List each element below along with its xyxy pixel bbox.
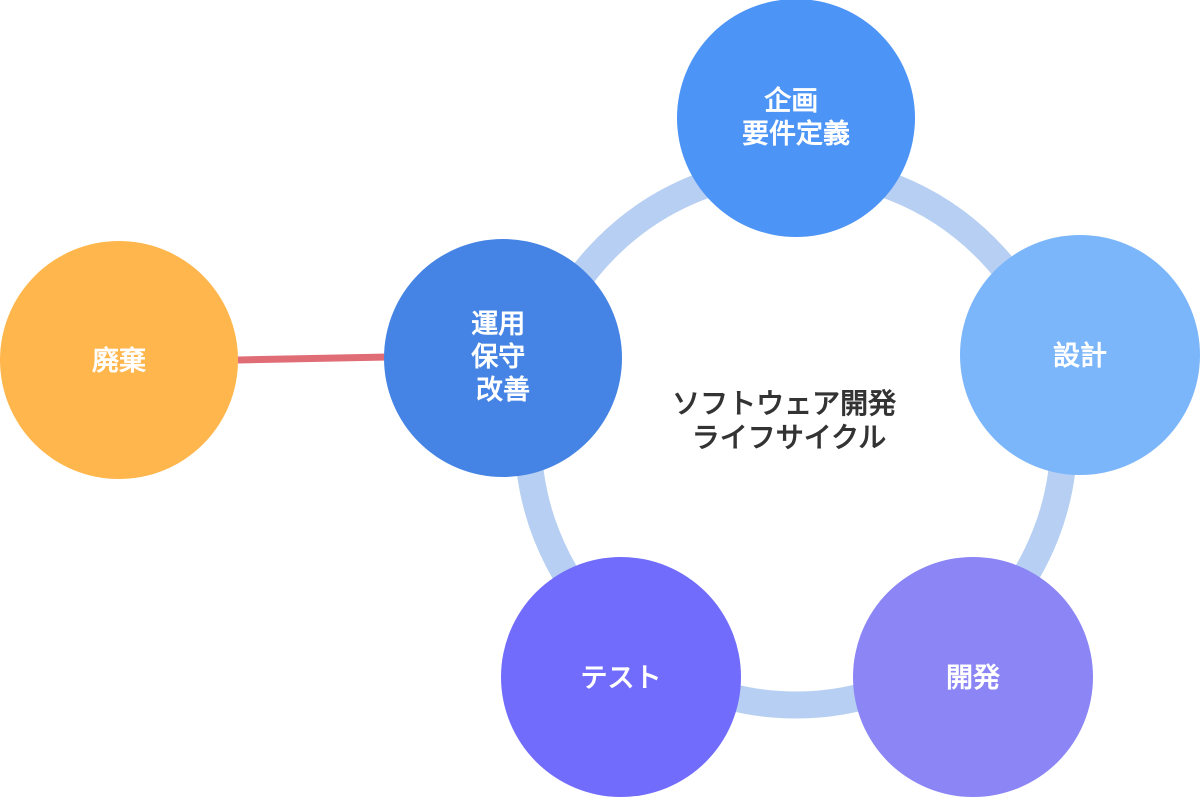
node-design: 設計	[960, 235, 1200, 475]
node-planning-label: 企画 要件定義	[742, 85, 850, 150]
node-testing-line-1: テスト	[581, 663, 662, 694]
node-testing-circle	[501, 557, 741, 797]
node-testing: テスト	[501, 557, 741, 797]
node-testing-label: テスト	[581, 663, 662, 694]
node-disposal-line-1: 廃棄	[92, 345, 147, 377]
node-operations-line-1: 運用	[471, 309, 525, 340]
node-development-label: 開発	[946, 663, 1001, 694]
node-design-circle	[960, 235, 1200, 475]
node-disposal-label: 廃棄	[92, 345, 147, 377]
node-planning: 企画 要件定義	[677, 0, 915, 237]
node-operations: 運用 保守 改善	[384, 239, 622, 477]
node-development-circle	[853, 557, 1093, 797]
disposal-connector	[237, 353, 389, 364]
node-operations-label: 運用 保守 改善	[470, 309, 534, 406]
node-planning-circle	[677, 0, 915, 237]
center-title-line-1: ソフトウェア開発	[672, 387, 897, 420]
node-operations-line-3: 改善	[476, 374, 530, 406]
node-operations-circle	[384, 239, 622, 477]
node-disposal-circle	[0, 241, 238, 479]
node-disposal: 廃棄	[0, 241, 238, 479]
node-operations-line-2: 保守	[470, 341, 525, 373]
center-title: ソフトウェア開発 ライフサイクル	[672, 387, 906, 454]
node-design-line-1: 設計	[1053, 340, 1107, 372]
node-development-line-1: 開発	[946, 663, 1001, 694]
node-design-label: 設計	[1053, 340, 1107, 372]
node-development: 開発	[853, 557, 1093, 797]
node-planning-line-1: 企画	[764, 85, 818, 117]
center-title-line-2: ライフサイクル	[692, 421, 887, 454]
node-planning-line-2: 要件定義	[742, 118, 850, 150]
